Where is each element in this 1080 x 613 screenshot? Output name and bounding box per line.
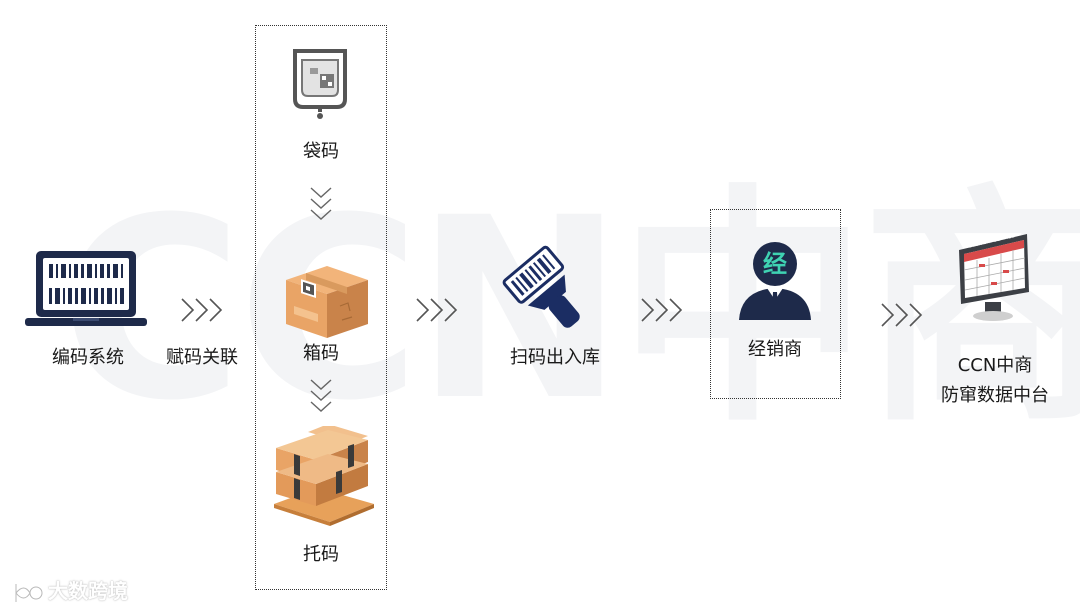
box-code-label: 箱码 <box>303 343 339 364</box>
pallet-code-label: 托码 <box>303 544 339 565</box>
arrow-chevrons-icon <box>881 303 923 327</box>
brand-logo-icon <box>14 584 44 602</box>
arrow-chevrons-icon <box>641 298 683 322</box>
scan-warehouse-label: 扫码出入库 <box>510 347 600 368</box>
arrow-down-chevrons-icon <box>310 187 332 220</box>
laptop-barcode-icon <box>25 251 147 326</box>
platform-desc-label: 防窜数据中台 <box>941 385 1049 406</box>
platform-name-label: CCN中商 <box>957 355 1033 376</box>
code-group-box <box>255 25 387 590</box>
distributor-avatar-char: 经 <box>763 250 787 278</box>
arrow-chevrons-icon <box>181 298 223 322</box>
distributor-box <box>710 209 841 399</box>
pallet-boxes-icon <box>274 426 374 526</box>
barcode-scanner-icon <box>502 245 580 328</box>
brand-logo-text: 大数跨境 <box>48 579 128 603</box>
arrow-down-chevrons-icon <box>310 379 332 412</box>
bag-code-label: 袋码 <box>303 141 339 162</box>
encoding-system-label: 编码系统 <box>52 347 124 368</box>
arrow-chevrons-icon <box>416 298 458 322</box>
monitor-calendar-icon <box>959 234 1029 321</box>
distributor-label: 经销商 <box>748 339 802 360</box>
assign-link-label: 赋码关联 <box>166 347 238 368</box>
bag-qr-icon <box>293 49 347 119</box>
box-qr-icon <box>286 266 368 338</box>
distributor-person-icon <box>739 242 811 320</box>
